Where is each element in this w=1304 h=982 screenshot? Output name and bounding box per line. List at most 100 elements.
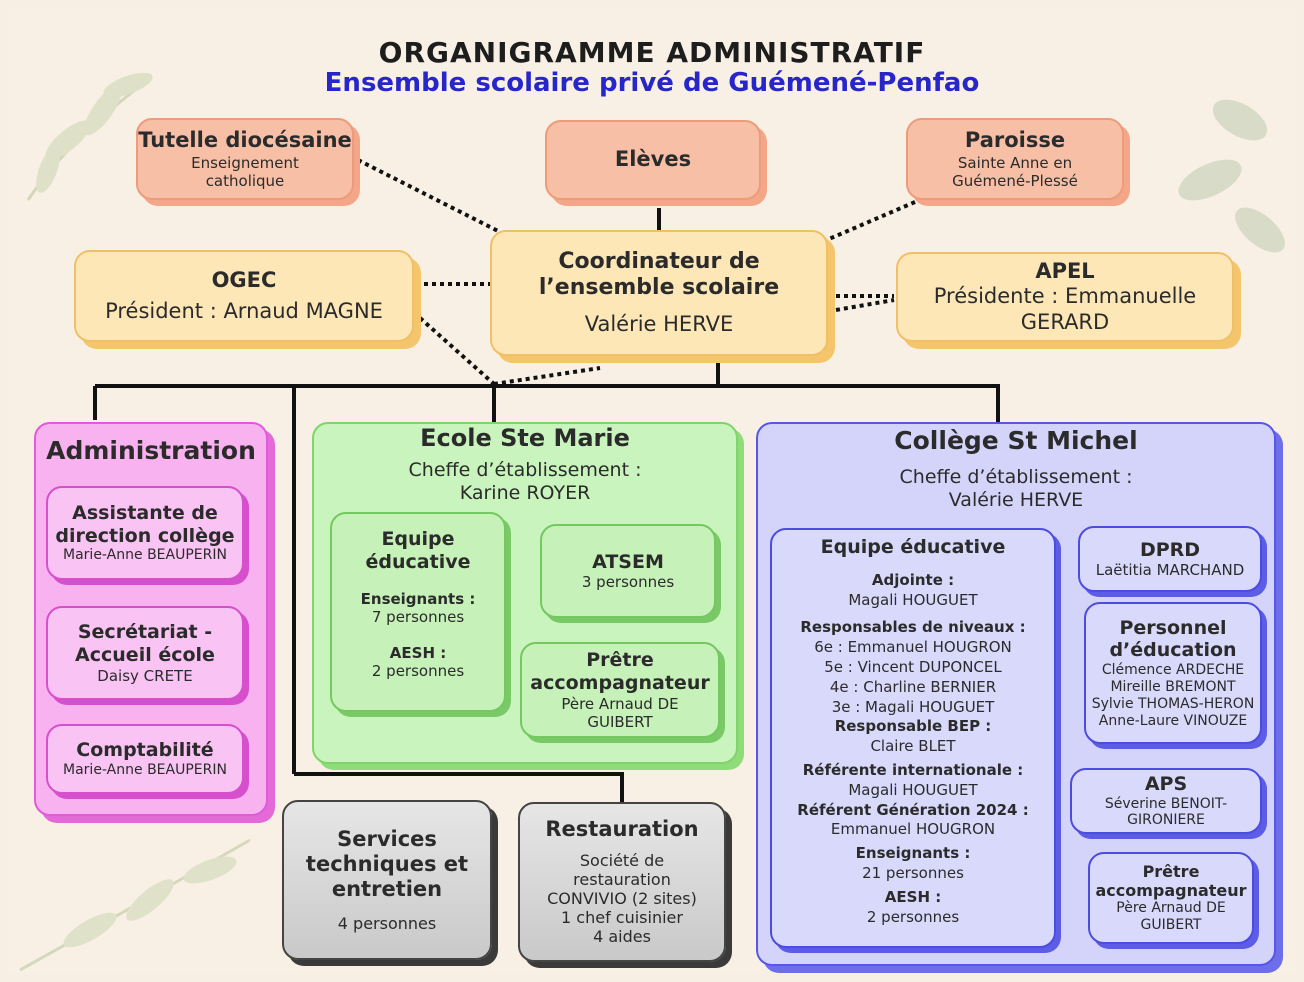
college-role: Cheffe d’établissement : [899,466,1133,488]
atsem-name: ATSEM [592,550,664,573]
niveau-item: 6e : Emmanuel HOUGRON [814,638,1012,657]
apel-name: APEL [1035,259,1095,284]
box-assistante-direction: Assistante de direction collège Marie-An… [46,486,244,580]
gen-label: Référent Génération 2024 : [797,800,1029,819]
niveau-item: 5e : Vincent DUPONCEL [824,657,1002,676]
intl-label: Référente internationale : [802,760,1024,779]
ecole-aesh-value: 2 personnes [371,661,465,680]
box-aps: APS Séverine BENOIT- GIRONIERE [1070,768,1262,834]
niveau-item: 4e : Charline BERNIER [829,677,997,696]
ecole-person: Karine ROYER [459,481,591,504]
assistante-line1: Assistante de [72,501,218,524]
ecole-pretre-person1: Père Arnaud DE [561,694,679,713]
college-pretre-person1: Père Arnaud DE [1116,900,1226,917]
connector-services-restauration [294,772,624,802]
services-line1: Services [337,826,437,851]
atsem-value: 3 personnes [581,573,675,592]
personnel-line2: d’éducation [1109,639,1237,662]
page-title: ORGANIGRAMME ADMINISTRATIF [378,36,926,69]
box-comptabilite: Comptabilité Marie-Anne BEAUPERIN [46,724,244,794]
leaf-decoration-left [26,72,153,201]
restauration-name: Restauration [545,817,699,842]
dprd-person: Laëtitia MARCHAND [1095,561,1245,580]
box-atsem: ATSEM 3 personnes [540,524,716,618]
niveau-item: 3e : Magali HOUGUET [831,697,995,716]
personnel-line1: Personnel [1119,616,1227,639]
college-pretre-person2: GUIBERT [1140,917,1202,934]
ecole-aesh-label: AESH : [389,643,447,662]
comptabilite-person: Marie-Anne BEAUPERIN [63,762,227,778]
box-ogec: OGEC Président : Arnaud MAGNE [74,250,414,342]
aps-person1: Séverine BENOIT- [1104,795,1228,812]
box-college-pretre: Prêtre accompagnateur Père Arnaud DE GUI… [1088,852,1254,944]
personnel-item: Clémence ARDECHE [1101,662,1245,679]
eleves-name: Elèves [614,147,692,172]
secretariat-line1: Secrétariat - [77,621,213,644]
college-aesh-label: AESH : [884,887,942,906]
personnel-item: Mireille BREMONT [1110,679,1236,695]
ogec-president: Président : Arnaud MAGNE [105,299,383,323]
assistante-person: Marie-Anne BEAUPERIN [63,547,227,564]
restauration-line2: restauration [573,869,671,889]
assistante-line2: direction collège [55,524,235,547]
restauration-line4: 1 chef cuisinier [561,908,683,928]
college-pretre-line2: accompagnateur [1095,881,1247,901]
box-restauration: Restauration Société de restauration CON… [518,802,726,962]
page-subtitle: Ensemble scolaire privé de Guémené-Penfa… [324,68,980,98]
ogec-name: OGEC [211,267,277,292]
ecole-enseignants-label: Enseignants : [360,589,476,608]
apel-line2: GERARD [1020,309,1110,334]
college-title: Collège St Michel [894,426,1138,455]
box-apel: APEL Présidente : Emmanuelle GERARD [896,252,1234,342]
dotted-tutelle [357,158,501,234]
ecole-title: Ecole Ste Marie [420,424,630,452]
adjointe-value: Magali HOUGUET [848,590,978,609]
college-person: Valérie HERVE [948,488,1084,511]
aps-name: APS [1144,772,1188,795]
coordinateur-person: Valérie HERVE [584,311,734,336]
secretariat-line2: Accueil école [75,644,215,666]
box-secretariat: Secrétariat - Accueil école Daisy CRETE [46,606,244,700]
box-coordinateur: Coordinateur de l’ensemble scolaire Valé… [490,230,828,356]
box-ecole-pretre: Prêtre accompagnateur Père Arnaud DE GUI… [520,642,720,738]
comptabilite-name: Comptabilité [76,739,214,762]
box-tutelle: Tutelle diocésaine Enseignement catholiq… [136,118,354,200]
bep-label: Responsable BEP : [834,717,992,736]
ecole-pretre-line2: accompagnateur [530,672,710,694]
ecole-pretre-line1: Prêtre [586,649,654,672]
coordinateur-line1: Coordinateur de [558,249,760,275]
bep-value: Claire BLET [870,737,956,756]
administration-title: Administration [46,436,256,465]
dotted-ogec-coord [493,366,601,386]
tutelle-line2: catholique [205,171,285,190]
tutelle-line1: Enseignement [191,153,299,172]
personnel-item: Sylvie THOMAS-HERON [1091,695,1255,712]
ecole-equipe-line1: Equipe [381,528,455,550]
personnel-item: Anne-Laure VINOUZE [1098,712,1248,729]
paroisse-line1: Sainte Anne en [957,153,1073,172]
restauration-line3: CONVIVIO (2 sites) [547,889,697,908]
ecole-equipe-line2: éducative [365,550,471,573]
restauration-line5: 4 aides [593,927,651,947]
dotted-paroisse [821,200,916,244]
dotted-apel-2 [835,298,895,312]
ecole-pretre-person2: GUIBERT [587,712,653,731]
niveaux-label: Responsables de niveaux : [800,618,1026,637]
college-aesh-value: 2 personnes [866,907,960,926]
aps-person2: GIRONIERE [1127,812,1205,829]
intl-value: Magali HOUGUET [848,780,978,799]
ecole-enseignants-value: 7 personnes [371,607,465,626]
box-eleves: Elèves [545,120,761,200]
dprd-name: DPRD [1139,538,1201,561]
services-value: 4 personnes [337,914,437,934]
ecole-role: Cheffe d’établissement : [408,458,642,481]
dotted-ogec-down [418,316,496,386]
gen-value: Emmanuel HOUGRON [830,820,996,839]
college-enseignants-label: Enseignants : [855,844,971,863]
college-equipe-title: Equipe éducative [820,536,1006,558]
box-college-equipe: Equipe éducative Adjointe : Magali HOUGU… [770,528,1056,948]
paroisse-line2: Guémené-Plessé [952,171,1078,190]
services-line2: techniques et [305,851,469,876]
services-line3: entretien [331,877,443,901]
